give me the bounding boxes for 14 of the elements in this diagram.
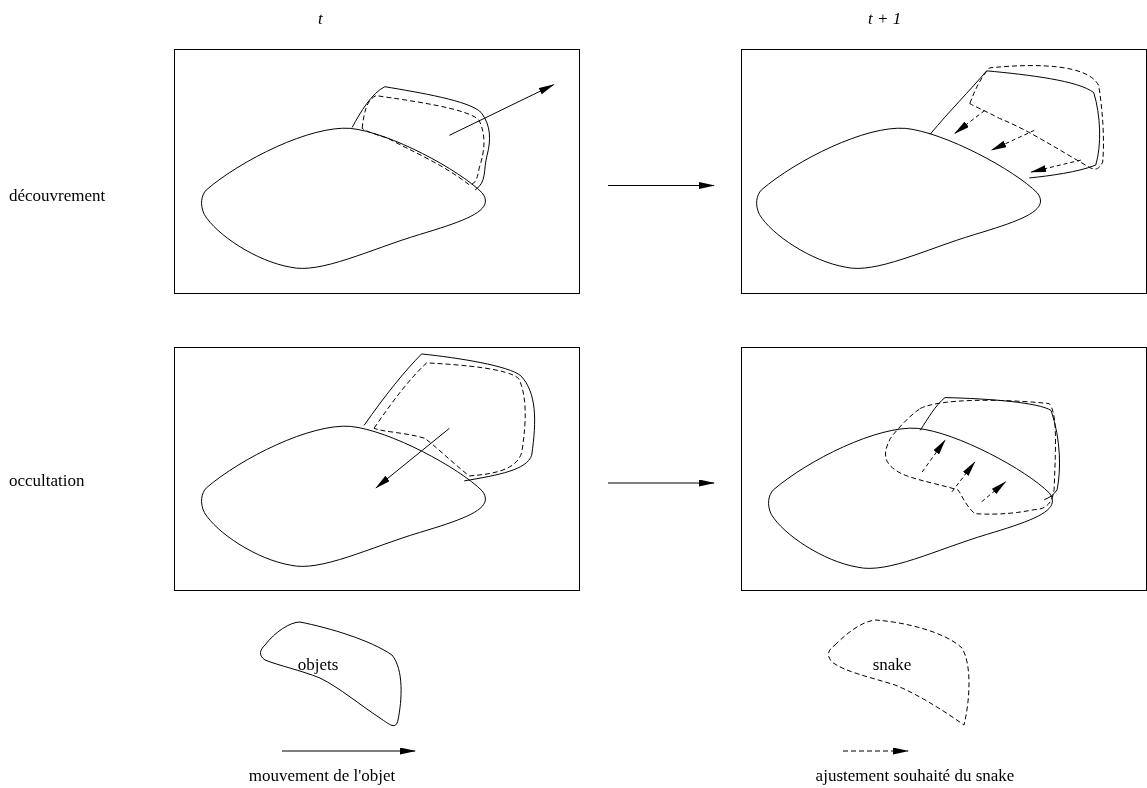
legend-text: objets (297, 655, 339, 676)
panel-box (174, 49, 580, 294)
panel-box (741, 49, 1147, 294)
arrow (607, 479, 715, 487)
legend-text: ajustement souhaité du snake (815, 766, 1015, 787)
arrow (607, 182, 715, 189)
panel-box (174, 347, 580, 591)
row-label: occultation (9, 471, 85, 492)
legend-text: mouvement de l'objet (248, 766, 396, 787)
panel-box (741, 347, 1147, 591)
row-label: découvrement (9, 186, 106, 207)
legend-text: snake (872, 655, 912, 676)
time-label: t + 1 (868, 9, 902, 30)
time-label: t (318, 9, 323, 30)
